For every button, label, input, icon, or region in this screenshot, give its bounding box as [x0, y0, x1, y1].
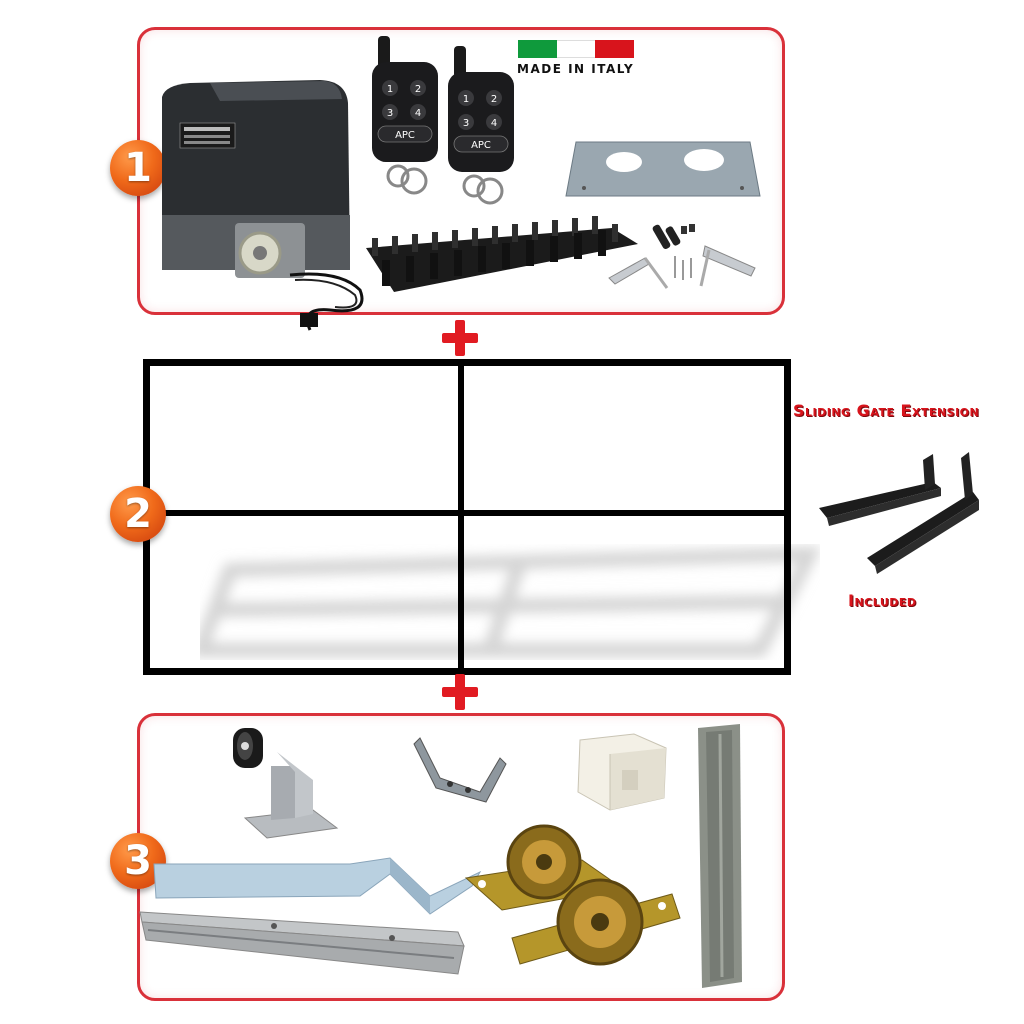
gear-rack-image: [366, 216, 638, 292]
extension-included-note: Included: [848, 591, 917, 610]
svg-text:2: 2: [415, 84, 421, 95]
gate-motor-image: [162, 80, 364, 331]
mounting-plate-image: [565, 141, 761, 197]
gate-frame-horizontal-bar: [143, 510, 784, 516]
svg-text:3: 3: [387, 108, 393, 119]
svg-text:4: 4: [491, 118, 497, 129]
svg-text:1: 1: [463, 94, 469, 105]
guide-roller-image: [233, 728, 339, 839]
gate-frame: [143, 359, 791, 675]
plus-icon-top: [440, 318, 480, 358]
gate-shadow: [200, 546, 820, 657]
gate-extension-brackets-image: [819, 452, 979, 574]
plus-icon-bottom: [440, 672, 480, 712]
step-badge-2: 2: [110, 486, 166, 542]
svg-text:3: 3: [463, 118, 469, 129]
svg-text:APC: APC: [395, 130, 415, 141]
nylon-guide-block-image: [577, 733, 667, 811]
sliding-gate-extension-title: Sliding Gate Extension: [793, 401, 980, 420]
gate-wheels-image: [464, 824, 681, 966]
step-badge-1: 1: [110, 140, 166, 196]
limit-bracket-set-image: [608, 224, 756, 289]
italy-flag-icon: [518, 40, 635, 58]
top-guide-channel-image: [698, 724, 742, 988]
remote-control-right: 1 2 3 4 APC: [448, 46, 514, 205]
made-in-italy-caption: MADE IN ITALY: [517, 62, 635, 76]
svg-text:4: 4: [415, 108, 421, 119]
svg-text:1: 1: [387, 84, 393, 95]
svg-text:APC: APC: [471, 140, 491, 151]
gate-stopper-bracket-image: [413, 737, 507, 803]
aluminium-angle-track-image: [153, 857, 482, 915]
remote-control-left: 1 2 3 4 APC: [372, 36, 438, 195]
svg-text:2: 2: [491, 94, 497, 105]
ground-rail-track-image: [139, 911, 465, 975]
